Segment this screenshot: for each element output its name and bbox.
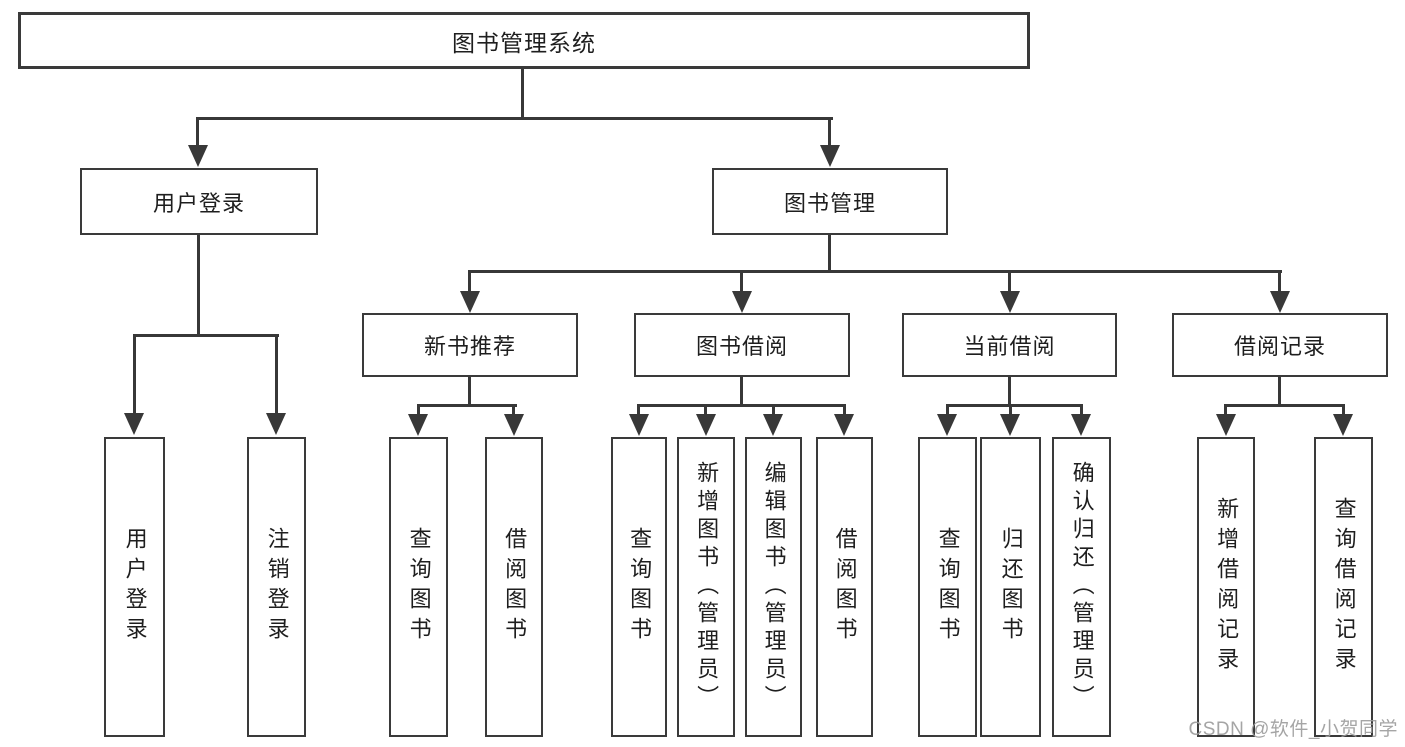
connector-line <box>1342 404 1345 416</box>
connector-line <box>1278 377 1281 406</box>
node-book-borrow: 图书借阅 <box>634 313 850 377</box>
connector-line <box>772 404 775 416</box>
leaf-borrow-books: 借阅图书 <box>816 437 873 737</box>
connector-line <box>740 270 743 293</box>
connector-line <box>1080 404 1083 416</box>
arrow-down-icon <box>504 414 524 436</box>
connector-line <box>828 117 831 147</box>
connector-line <box>1009 404 1012 416</box>
leaf-return-books: 归还图书 <box>980 437 1041 737</box>
node-current-borrow: 当前借阅 <box>902 313 1117 377</box>
arrow-down-icon <box>1216 414 1236 436</box>
node-borrow-records: 借阅记录 <box>1172 313 1388 377</box>
leaf-label: 新增图书（管理员） <box>694 461 720 713</box>
connector-line <box>637 404 846 407</box>
connector-line <box>946 404 949 416</box>
arrow-down-icon <box>732 291 752 313</box>
arrow-down-icon <box>937 414 957 436</box>
arrow-down-icon <box>763 414 783 436</box>
leaf-user-login: 用户登录 <box>104 437 165 737</box>
arrow-down-icon <box>1071 414 1091 436</box>
leaf-query-books-recommend: 查询图书 <box>389 437 448 737</box>
leaf-label: 新增借阅记录 <box>1214 497 1240 677</box>
node-label: 图书管理 <box>783 190 876 216</box>
node-label: 新书推荐 <box>423 334 516 359</box>
node-label: 图书借阅 <box>695 334 788 359</box>
connector-line <box>843 404 846 416</box>
arrow-down-icon <box>124 413 144 435</box>
leaf-add-books-admin: 新增图书（管理员） <box>677 437 735 737</box>
leaf-label: 注销登录 <box>264 527 290 647</box>
node-label: 借阅记录 <box>1233 334 1326 359</box>
arrow-down-icon <box>629 414 649 436</box>
connector-line <box>1224 404 1227 416</box>
connector-line <box>468 377 471 406</box>
node-label: 用户登录 <box>152 190 245 216</box>
connector-line <box>946 404 1083 407</box>
node-book-management: 图书管理 <box>712 168 948 235</box>
connector-line <box>740 377 743 406</box>
connector-line <box>196 117 833 120</box>
leaf-query-books-current: 查询图书 <box>918 437 977 737</box>
connector-line <box>828 234 831 273</box>
leaf-label: 查询图书 <box>627 527 653 647</box>
connector-line <box>468 270 1282 273</box>
leaf-label: 查询图书 <box>935 527 961 647</box>
connector-line <box>1224 404 1345 407</box>
arrow-down-icon <box>1270 291 1290 313</box>
leaf-edit-books-admin: 编辑图书（管理员） <box>745 437 802 737</box>
arrow-down-icon <box>1000 291 1020 313</box>
leaf-label: 借阅图书 <box>832 527 858 647</box>
watermark-text: CSDN @软件_小贺同学 <box>1188 719 1398 740</box>
connector-line <box>417 404 517 407</box>
arrow-down-icon <box>460 291 480 313</box>
leaf-query-borrow-record: 查询借阅记录 <box>1314 437 1373 737</box>
leaf-add-borrow-record: 新增借阅记录 <box>1197 437 1255 737</box>
connector-line <box>704 404 707 416</box>
connector-line <box>275 334 278 415</box>
connector-line <box>1008 270 1011 293</box>
leaf-label: 用户登录 <box>122 527 148 647</box>
node-library-management-system: 图书管理系统 <box>18 12 1030 69</box>
arrow-down-icon <box>820 145 840 167</box>
node-label: 图书管理系统 <box>452 29 596 56</box>
leaf-label: 确认归还（管理员） <box>1069 461 1095 713</box>
arrow-down-icon <box>266 413 286 435</box>
connector-line <box>1278 270 1281 293</box>
node-user-login: 用户登录 <box>80 168 318 235</box>
leaf-logout-login: 注销登录 <box>247 437 306 737</box>
connector-line <box>197 234 200 337</box>
connector-line <box>1008 377 1011 406</box>
connector-line <box>417 404 420 416</box>
leaf-label: 借阅图书 <box>502 527 528 647</box>
connector-line <box>133 334 136 415</box>
leaf-label: 查询借阅记录 <box>1331 497 1357 677</box>
connector-line <box>521 68 524 119</box>
arrow-down-icon <box>1000 414 1020 436</box>
connector-line <box>133 334 279 337</box>
connector-line <box>196 117 199 147</box>
connector-line <box>512 404 515 416</box>
connector-line <box>637 404 640 416</box>
leaf-borrow-books-recommend: 借阅图书 <box>485 437 543 737</box>
arrow-down-icon <box>696 414 716 436</box>
leaf-label: 编辑图书（管理员） <box>761 461 787 713</box>
arrow-down-icon <box>188 145 208 167</box>
node-label: 当前借阅 <box>963 334 1056 359</box>
connector-line <box>468 270 471 293</box>
leaf-label: 归还图书 <box>998 527 1024 647</box>
arrow-down-icon <box>1333 414 1353 436</box>
leaf-query-books-borrow: 查询图书 <box>611 437 667 737</box>
leaf-confirm-return-admin: 确认归还（管理员） <box>1052 437 1111 737</box>
node-new-book-recommend: 新书推荐 <box>362 313 578 377</box>
leaf-label: 查询图书 <box>406 527 432 647</box>
arrow-down-icon <box>408 414 428 436</box>
arrow-down-icon <box>834 414 854 436</box>
